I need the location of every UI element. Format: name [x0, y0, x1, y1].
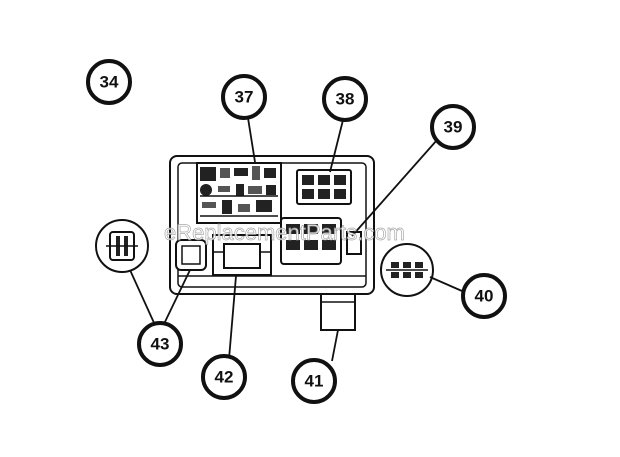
callout-39: 39 — [430, 104, 476, 150]
callout-34-label: 34 — [100, 73, 119, 92]
callout-41: 41 — [291, 358, 337, 404]
callout-38: 38 — [322, 76, 368, 122]
callout-37: 37 — [221, 74, 267, 120]
connector-detail — [95, 219, 149, 273]
circuit-board — [196, 162, 282, 224]
callout-37-label: 37 — [235, 88, 254, 107]
callout-41-label: 41 — [305, 372, 324, 391]
callout-40: 40 — [461, 273, 507, 319]
callout-34: 34 — [86, 59, 132, 105]
callout-42-label: 42 — [215, 368, 234, 387]
relay-block — [280, 217, 362, 265]
transformer — [212, 234, 272, 276]
watermark-text: eReplacementParts.com — [164, 220, 405, 245]
callout-43-label: 43 — [151, 335, 170, 354]
terminal-block — [296, 169, 352, 205]
callout-40-label: 40 — [475, 287, 494, 306]
bottom-plug — [320, 293, 356, 331]
leader-lines — [129, 117, 463, 362]
fuse-detail — [380, 243, 434, 297]
callout-38-label: 38 — [336, 90, 355, 109]
callout-42: 42 — [201, 354, 247, 400]
side-connector — [175, 239, 207, 271]
callout-39-label: 39 — [444, 118, 463, 137]
callout-43: 43 — [137, 321, 183, 367]
